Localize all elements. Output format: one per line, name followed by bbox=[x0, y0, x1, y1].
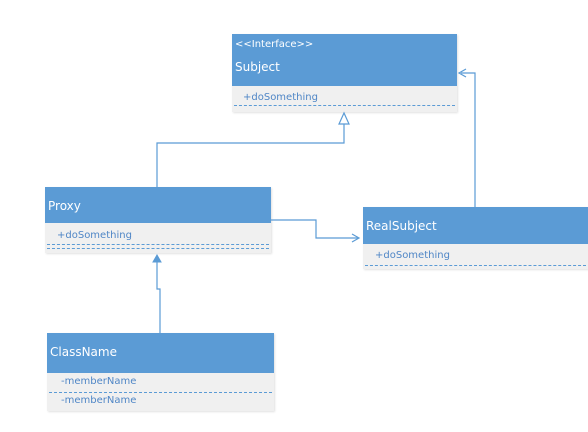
realsubject-separator bbox=[365, 265, 586, 266]
subject-stereotype: <<Interface>> bbox=[235, 39, 314, 50]
proxy-class-box[interactable]: Proxy +doSomething bbox=[45, 187, 271, 253]
classname-class-box[interactable]: ClassName -memberName -memberName bbox=[47, 333, 274, 411]
arrow-head-icon bbox=[457, 68, 467, 78]
classname-header: ClassName bbox=[47, 333, 274, 373]
classname-name: ClassName bbox=[50, 345, 117, 359]
realsubject-header: RealSubject bbox=[363, 207, 588, 244]
subject-class-box[interactable]: <<Interface>> Subject +doSomething bbox=[232, 34, 457, 112]
proxy-to-subject-realization-line[interactable] bbox=[156, 124, 345, 187]
realsubject-class-box[interactable]: RealSubject +doSomething bbox=[363, 207, 588, 269]
proxy-operation-row: +doSomething bbox=[45, 223, 271, 253]
classname-to-proxy-line[interactable] bbox=[156, 259, 161, 333]
realization-triangle-icon bbox=[338, 111, 350, 125]
subject-header: <<Interface>> Subject bbox=[232, 34, 457, 86]
proxy-header: Proxy bbox=[45, 187, 271, 223]
realsubject-name: RealSubject bbox=[366, 219, 437, 233]
realsubject-to-subject-line[interactable] bbox=[461, 72, 476, 207]
arrow-head-icon bbox=[351, 233, 361, 243]
subject-operation-row: +doSomething bbox=[232, 86, 457, 112]
subject-name: Subject bbox=[235, 60, 280, 74]
subject-operation-label: +doSomething bbox=[243, 92, 318, 103]
classname-attribute-row-2: -memberName bbox=[47, 392, 274, 411]
arrow-head-icon bbox=[152, 253, 162, 263]
proxy-separator-1 bbox=[47, 244, 269, 245]
proxy-to-realsubject-association-line[interactable] bbox=[271, 219, 358, 239]
proxy-separator-2 bbox=[47, 248, 269, 249]
realsubject-operation-row: +doSomething bbox=[363, 244, 588, 269]
proxy-operation-label: +doSomething bbox=[57, 230, 132, 241]
proxy-name: Proxy bbox=[48, 199, 81, 213]
classname-attribute-row-1: -memberName bbox=[47, 373, 274, 392]
subject-separator bbox=[234, 105, 455, 106]
classname-attribute-label-2: -memberName bbox=[61, 395, 137, 406]
classname-attribute-label-1: -memberName bbox=[61, 376, 137, 387]
realsubject-operation-label: +doSomething bbox=[375, 250, 450, 261]
classname-separator bbox=[49, 392, 272, 393]
